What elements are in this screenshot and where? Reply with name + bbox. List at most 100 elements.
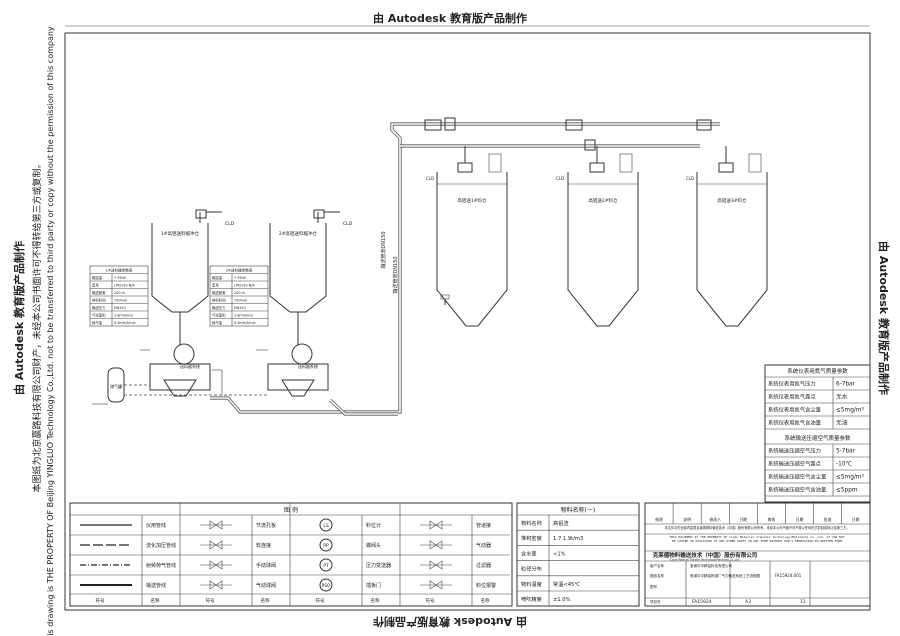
feeder-table-key: 输送量 [92,275,103,280]
title-block: 本文件中的全部内容属克莱德物料输送技术（中国）股份有限公司所有，未经本公司书面许… [644,502,871,607]
legend-instrument-symbol [319,538,333,552]
receiver-silo-1-label: 高铝送1#料仓 [457,197,487,204]
gas-param-key: 系统仪表用氮气露点 [768,393,816,401]
company-name: 克莱德物料输送技术（中国）股份有限公司 [653,551,758,559]
legend-instrument-code: LS [323,523,329,529]
feeder-1-label: 送料器系统 [180,363,200,369]
legend-item-label: 软连接 [256,542,271,549]
buffer-silo-2-label: 2#高铝送料缓冲仓 [279,230,318,237]
feeder-table-value: 7.95t/h [234,276,246,280]
legend-valve-symbol [429,580,443,590]
vent-label: CLD [686,176,694,181]
rev-header: 批准 [824,517,832,522]
legend-instrument-code: PP [323,543,329,549]
air-tank: 储气罐 [92,367,268,405]
legend-item-label: 压力变送器 [366,562,391,569]
drawing-frame [64,32,871,611]
legend-footer-label: 符号 [316,597,325,604]
feeder-2-label: 送料器系统 [298,363,318,369]
legend-footer-label: 符号 [96,597,105,604]
legend-item-label: 气动器 [476,542,491,549]
gas-table-title: 系统输送压缩空气质量参数 [784,434,851,442]
feeder-table-value: 0.5mm3/min [114,321,136,325]
feeder-table-key: 输送量 [212,275,223,280]
label-client: 客户名称 [650,563,664,568]
gas-param-value: ≤5mg/m³ [836,407,864,414]
material-key: 物料温度 [521,580,542,588]
feeder-table-value: 200 m [234,291,246,295]
vent-label: CLD [225,221,235,227]
gas-param-value: -10℃ [836,461,852,468]
legend-instrument-symbol [319,518,333,532]
feeder-table-key: 输送压力 [92,305,106,310]
legend-item-label: 输送管线 [146,582,166,589]
legend-item-label: 管道接 [476,522,491,529]
gas-param-key: 系统输送压缩空气露点 [768,460,822,468]
legend-instrument-symbol [319,558,333,572]
property-notice-en: This drawing is THE PROPERTY OF Beijing … [46,26,55,636]
feeder-table-key: 型号 [212,283,219,288]
legend-item-label: 蝶阀头 [366,542,381,549]
vent-label: CLD [556,176,564,181]
feeder-table-key: 耗气量 [212,320,223,325]
gas-param-value: ≤5ppm [836,488,858,494]
legend-item-label: 节流孔板 [256,522,276,529]
legend-item-label: 插板门 [366,582,381,589]
receiver-silo-3: 高铝送3#料仓 CLD [686,119,768,327]
watermark-bottom: 由 Autodesk 教育版产品制作 [373,615,527,629]
material-value: 1.7 1.9t/m3 [553,536,583,542]
gas-param-key: 系统输送压缩空气含尘量 [768,473,827,481]
receiver-silo-2: 高铝送2#料仓 CLD [556,119,639,327]
material-value: 常温<45℃ [553,580,580,588]
legend-title: 图 例 [284,506,298,514]
feeder-table-key: 输送压力 [212,305,226,310]
feeder-table-key: 耗气量 [92,320,103,325]
legend-item-label: 流化加压管线 [146,542,176,549]
buffer-silo-1: CLD 1#高铝送料缓冲仓 [151,209,235,345]
feeder-table-value: DN150 [234,306,246,310]
material-key: 含水量 [521,549,537,557]
receiver-silo-2-label: 高铝送2#料仓 [588,197,618,204]
rev-header: 修改 [655,517,663,522]
gas-param-key: 系统仪表用氮气压力 [768,380,816,388]
rev-header: 日期 [796,517,804,522]
company-name-en: Clyde Material Transfer Technology(Mainl… [670,558,740,562]
gas-param-value: 5-7bar [836,449,856,455]
feeder-table-value: 1.6mm/m3 [234,314,253,318]
gas-table-title: 系统仪表用氮气质量参数 [787,367,848,375]
watermark-top: 由 Autodesk 教育版产品制作 [373,11,527,25]
gas-param-value: 无油 [836,419,848,427]
rev-header: 说明 [683,517,691,522]
feeder-table-key: 型号 [92,283,99,288]
legend-item-label: 射频荷气管线 [146,562,176,569]
feeder-table-value: 1.6mm/m3 [114,314,133,318]
feeder-table-key: 气化面积 [212,313,226,318]
material-key: 堆积密度 [521,534,542,542]
vent-label: CLD [426,176,434,181]
feeder-table-value: 750mm [114,299,128,303]
feeder-table-value: 0.5mm3/min [234,321,256,325]
feeder-table-value: 7.95t/h [114,276,126,280]
gas-param-key: 系统仪表用氮气含尘量 [768,406,822,414]
legend-footer-label: 名称 [371,597,380,604]
legend-item-label: 仪用管线 [146,522,166,529]
legend-item-label: 料位计 [366,522,381,529]
legend-footer-label: 名称 [481,597,490,604]
legend-instrument-symbol [319,578,333,592]
client-name: 宝钢华中精铝科技有限公司 [690,563,732,568]
gas-param-value: 6-7bar [836,382,856,388]
notice-en-2: BE COPIED OR DISCLOSED TO ANY OTHER PART… [672,539,842,543]
legend-valve-symbol [209,520,223,530]
legend-valve-symbol [209,540,223,550]
legend-item-label: 过滤器 [476,562,491,569]
legend-footer-label: 符号 [206,597,215,604]
air-tank-label: 储气罐 [110,383,122,389]
watermark-right: 由 Autodesk 教育版产品制作 [877,241,891,395]
legend-valve-symbol [429,520,443,530]
legend-footer-label: 符号 [426,597,435,604]
gas-param-key: 系统输送压缩空气压力 [768,447,821,455]
property-notice-cn: 本图纸为北京赢路科技有限公司财产，未经本公司书面许可不得转给第三方或复制。 [31,159,43,492]
label-dwg-no: 图号 [650,584,658,589]
